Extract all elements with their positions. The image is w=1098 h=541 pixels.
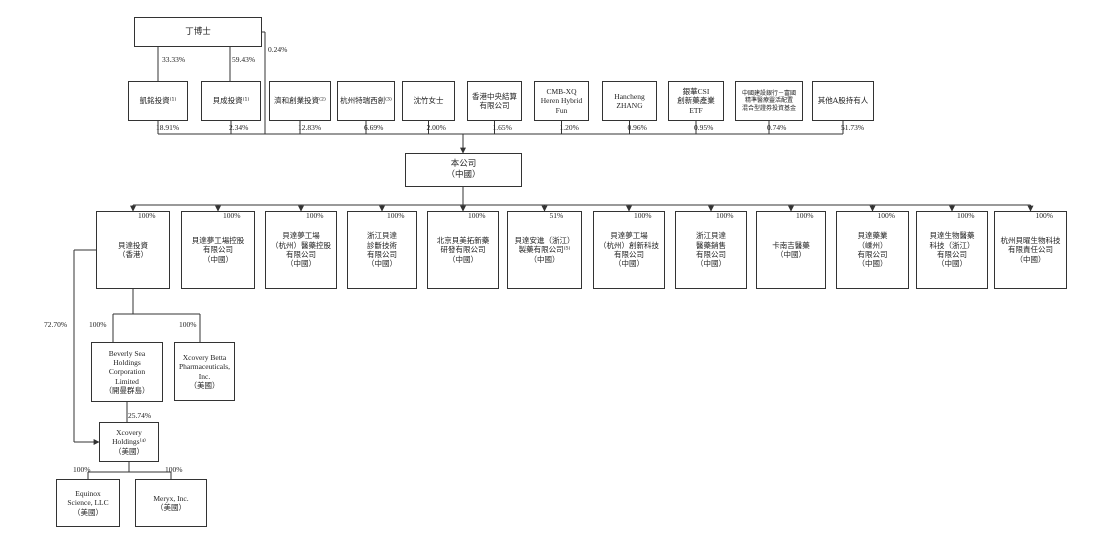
subsidiary-pct: 100% — [634, 211, 652, 220]
pct-xcovery-meryx: 100% — [165, 465, 183, 474]
subsidiary-pct: 100% — [957, 211, 975, 220]
subsidiary-box: 貝達夢工場 （杭州）創新科技 有限公司 （中國） — [593, 211, 665, 289]
shareholder-pct: 2.34% — [229, 123, 249, 132]
shareholder-pct: 1.65% — [492, 123, 512, 132]
equinox-box: Equinox Science, LLC （美國） — [56, 479, 120, 527]
shareholder-box: 其他A股持有人 — [812, 81, 874, 121]
pct-hk-beverly: 100% — [89, 320, 107, 329]
shareholder-pct: 51.73% — [841, 123, 865, 132]
subsidiary-pct: 100% — [716, 211, 734, 220]
shareholder-pct: 6.69% — [364, 123, 384, 132]
beverly-box: Beverly Sea Holdings Corporation Limited… — [91, 342, 163, 402]
shareholder-box: 濟和創業投資⁽²⁾ — [269, 81, 331, 121]
shareholder-box: Hancheng ZHANG — [602, 81, 657, 121]
subsidiary-box: 貝達夢工場 （杭州）醫藥控股 有限公司 （中國） — [265, 211, 337, 289]
shareholder-pct: 0.74% — [767, 123, 787, 132]
shareholder-box: 沈竹女士 — [402, 81, 455, 121]
subsidiary-pct: 100% — [877, 211, 896, 220]
subsidiary-box: 貝達生物醫藥 科技（浙江） 有限公司 （中國） — [916, 211, 988, 289]
pct-xcovery-equinox: 100% — [73, 465, 91, 474]
shareholder-box: 杭州特瑞西創⁽³⁾ — [337, 81, 395, 121]
xcovery-box: Xcovery Holdings⁽⁴⁾ （美國） — [99, 422, 159, 462]
shareholder-box: 中國建設銀行－富國 精準醫療靈活配置 混合型證券投資基金 — [735, 81, 803, 121]
shareholder-pct: 0.95% — [694, 123, 714, 132]
meryx-box: Meryx, Inc. （美國） — [135, 479, 207, 527]
company-box: 本公司 （中國） — [405, 153, 522, 187]
subsidiary-pct: 100% — [306, 211, 324, 220]
shareholder-box: 香港中央結算 有限公司 — [467, 81, 522, 121]
shareholder-box: 銀華CSI 創新藥產業 ETF — [668, 81, 724, 121]
pct-beverly-xcovery: 25.74% — [128, 411, 152, 420]
subsidiary-box: 杭州貝曜生物科技 有限責任公司 （中國） — [994, 211, 1067, 289]
subsidiary-pct: 100% — [387, 211, 405, 220]
pct-ding-direct: 0.24% — [268, 45, 288, 54]
subsidiary-pct: 51% — [549, 211, 564, 220]
shareholder-pct: 18.91% — [156, 123, 180, 132]
subsidiary-pct: 100% — [468, 211, 486, 220]
shareholder-pct: 12.83% — [298, 123, 322, 132]
shareholder-pct: 2.00% — [426, 123, 446, 132]
shareholder-box: 凱銘投資⁽¹⁾ — [128, 81, 188, 121]
dr-ding-box: 丁博士 — [134, 17, 262, 47]
subsidiary-box: 貝達安進（浙江） 製藥有限公司⁽⁵⁾ （中國） — [507, 211, 582, 289]
pct-hk-betta: 100% — [179, 320, 197, 329]
subsidiary-box: 卡南吉醫藥 （中國） — [756, 211, 826, 289]
pct-ding-kaiming: 33.33% — [162, 55, 186, 64]
subsidiary-pct: 100% — [223, 211, 241, 220]
subsidiary-box: 北京貝美拓新藥 研發有限公司 （中國） — [427, 211, 499, 289]
subsidiary-box: 浙江貝達 診斷技術 有限公司 （中國） — [347, 211, 417, 289]
betta-box: Xcovery Betta Pharmaceuticals, Inc. （美國） — [174, 342, 235, 401]
shareholder-pct: 0.96% — [627, 123, 647, 132]
subsidiary-box: 貝達投資 （香港） — [96, 211, 170, 289]
subsidiary-pct: 100% — [1035, 211, 1054, 220]
pct-hk-xcovery: 72.70% — [44, 320, 68, 329]
pct-ding-beicheng: 59.43% — [232, 55, 256, 64]
subsidiary-pct: 100% — [138, 211, 156, 220]
shareholder-box: CMB-XQ Heren Hybrid Fun — [534, 81, 589, 121]
subsidiary-box: 貝達藥業 （嵊州） 有限公司 （中國） — [836, 211, 909, 289]
shareholder-box: 貝成投資⁽¹⁾ — [201, 81, 261, 121]
subsidiary-box: 浙江貝達 醫藥銷售 有限公司 （中國） — [675, 211, 747, 289]
subsidiary-pct: 100% — [796, 211, 814, 220]
subsidiary-box: 貝達夢工場控股 有限公司 （中國） — [181, 211, 255, 289]
shareholder-pct: 1.20% — [559, 123, 579, 132]
